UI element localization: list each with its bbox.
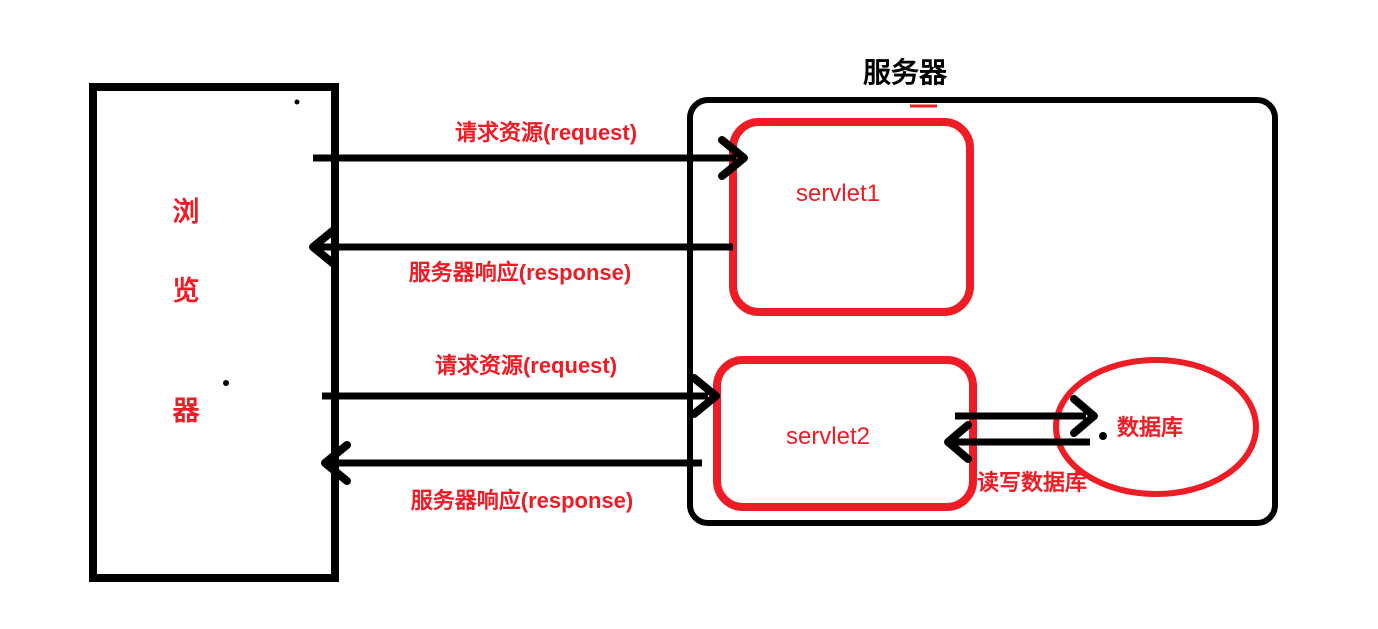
servlet1-box bbox=[729, 118, 974, 316]
browser-label-char-1: 浏 bbox=[173, 197, 200, 227]
ink-dot-top bbox=[294, 99, 300, 105]
ink-dot-middle bbox=[223, 380, 229, 386]
arrow-request1-head bbox=[718, 136, 748, 180]
arrow-request2-head bbox=[690, 374, 720, 418]
response2-label: 服务器响应(response) bbox=[411, 488, 633, 513]
arrow-response2-head bbox=[321, 441, 351, 485]
arrow-response1-head bbox=[309, 225, 339, 269]
request2-label: 请求资源(request) bbox=[435, 353, 617, 378]
database-label: 数据库 bbox=[1117, 415, 1183, 440]
request1-label: 请求资源(request) bbox=[455, 120, 637, 145]
servlet1-label: servlet1 bbox=[796, 180, 880, 207]
browser-box bbox=[89, 83, 339, 582]
browser-label-char-2: 览 bbox=[173, 275, 200, 306]
db-readwrite-label: 读写数据库 bbox=[977, 470, 1087, 495]
arrow-db-read-head bbox=[944, 421, 972, 463]
browser-label-char-3: 器 bbox=[172, 396, 201, 426]
response1-label: 服务器响应(response) bbox=[409, 260, 631, 285]
ink-dot-database bbox=[1099, 432, 1107, 440]
database-ellipse bbox=[1053, 357, 1259, 497]
servlet2-box bbox=[713, 356, 977, 511]
arrow-db-write-head bbox=[1070, 395, 1098, 437]
server-title: 服务器 bbox=[863, 57, 948, 88]
servlet2-label: servlet2 bbox=[786, 423, 870, 450]
